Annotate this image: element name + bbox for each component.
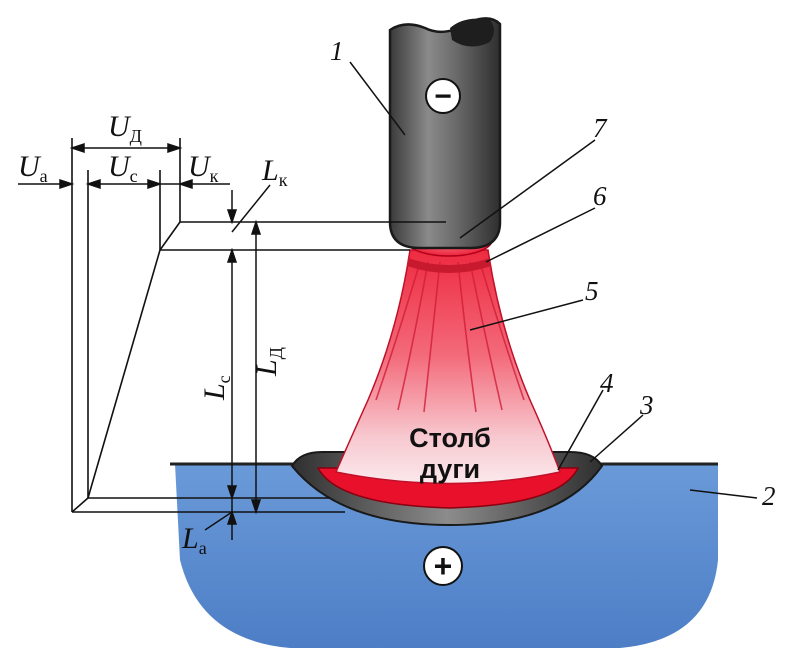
callout-7: 7	[593, 113, 608, 143]
arc-column	[334, 249, 562, 485]
minus-sign-circle	[425, 78, 461, 114]
label-Lc: Lс	[198, 375, 234, 401]
label-Ud: UД	[108, 110, 142, 146]
callout-5: 5	[585, 276, 599, 306]
arc-streaks	[375, 261, 525, 413]
label-Ld: LД	[250, 347, 286, 377]
callout-3: 3	[639, 390, 654, 420]
plus-sign-circle	[423, 546, 463, 586]
electrode	[388, 17, 502, 250]
electrode-top-hole	[450, 18, 494, 47]
plus-sign: +	[434, 548, 453, 584]
cathode-region	[407, 258, 491, 273]
label-Ua: Uа	[18, 150, 48, 186]
voltage-schematic	[71, 138, 446, 513]
label-Lk: Lк	[261, 154, 288, 190]
arc-label-line2: дуги	[420, 454, 480, 484]
label-La: Lа	[181, 522, 207, 558]
arc-label-line1: Столб	[409, 423, 491, 453]
dimension-lines	[18, 142, 271, 540]
callout-leaders	[349, 61, 758, 499]
callout-2: 2	[762, 481, 776, 511]
callout-4: 4	[600, 368, 614, 398]
label-Uc: Uс	[108, 150, 138, 186]
callout-6: 6	[593, 181, 607, 211]
minus-sign: −	[434, 80, 452, 113]
callout-1: 1	[330, 36, 344, 66]
label-Uk: Uк	[188, 150, 219, 186]
